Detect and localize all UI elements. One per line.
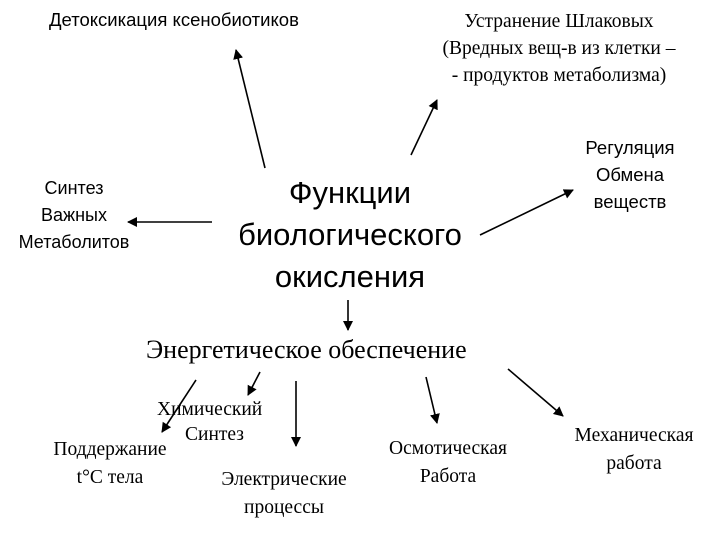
synthesis-label: Синтез Важных Метаболитов bbox=[4, 175, 144, 256]
osmotic-label: Осмотическая Работа bbox=[370, 435, 526, 491]
thermo-label: Поддержание t°С тела bbox=[30, 436, 190, 492]
osmotic-line-1: Осмотическая bbox=[389, 438, 507, 459]
regulation-line-3: веществ bbox=[593, 191, 667, 212]
arrow-to-mechanical bbox=[507, 368, 564, 417]
arrow-to-thermo bbox=[161, 379, 197, 433]
arrow-to-chemical bbox=[247, 371, 261, 396]
arrow-to-removal bbox=[410, 99, 438, 156]
regulation-label: Регуляция Обмена веществ bbox=[567, 134, 693, 215]
removal-line-3: - продуктов метаболизма) bbox=[451, 65, 667, 86]
regulation-line-2: Обмена bbox=[595, 164, 665, 185]
synthesis-line-3: Метаболитов bbox=[18, 232, 130, 252]
chemical-line-2: Синтез bbox=[185, 424, 244, 445]
mechanical-label: Механическая работа bbox=[552, 422, 716, 478]
center-title: Функции биологического окисления bbox=[210, 172, 490, 298]
electric-label: Электрические процессы bbox=[198, 466, 370, 522]
removal-line-1: Устранение Шлаковых bbox=[464, 11, 654, 32]
mechanical-line-2: работа bbox=[606, 453, 662, 474]
detox-label: Детоксикация ксенобиотиков bbox=[49, 9, 299, 30]
regulation-line-1: Регуляция bbox=[585, 137, 675, 158]
synthesis-line-2: Важных bbox=[41, 205, 107, 225]
arrow-to-detox bbox=[233, 49, 266, 169]
arrow-to-regulation bbox=[479, 189, 574, 236]
energy-label: Энергетическое обеспечение bbox=[146, 335, 467, 364]
center-title-line-3: окисления bbox=[274, 259, 426, 294]
thermo-line-1: Поддержание bbox=[53, 439, 167, 460]
synthesis-line-1: Синтез bbox=[44, 178, 104, 198]
removal-line-2: (Вредных вещ-в из клетки – bbox=[442, 38, 676, 59]
chemical-line-1: Химический bbox=[157, 399, 263, 420]
center-title-line-1: Функции bbox=[288, 175, 412, 210]
center-title-line-2: биологического bbox=[238, 217, 462, 252]
osmotic-line-2: Работа bbox=[419, 466, 477, 487]
mechanical-line-1: Механическая bbox=[574, 425, 694, 446]
arrow-to-osmotic bbox=[425, 376, 440, 424]
chemical-label: Химический Синтез bbox=[157, 397, 262, 447]
removal-label: Устранение Шлаковых (Вредных вещ-в из кл… bbox=[403, 8, 715, 89]
electric-line-1: Электрические bbox=[221, 469, 347, 490]
electric-line-2: процессы bbox=[244, 497, 324, 518]
thermo-line-2: t°С тела bbox=[76, 467, 144, 488]
